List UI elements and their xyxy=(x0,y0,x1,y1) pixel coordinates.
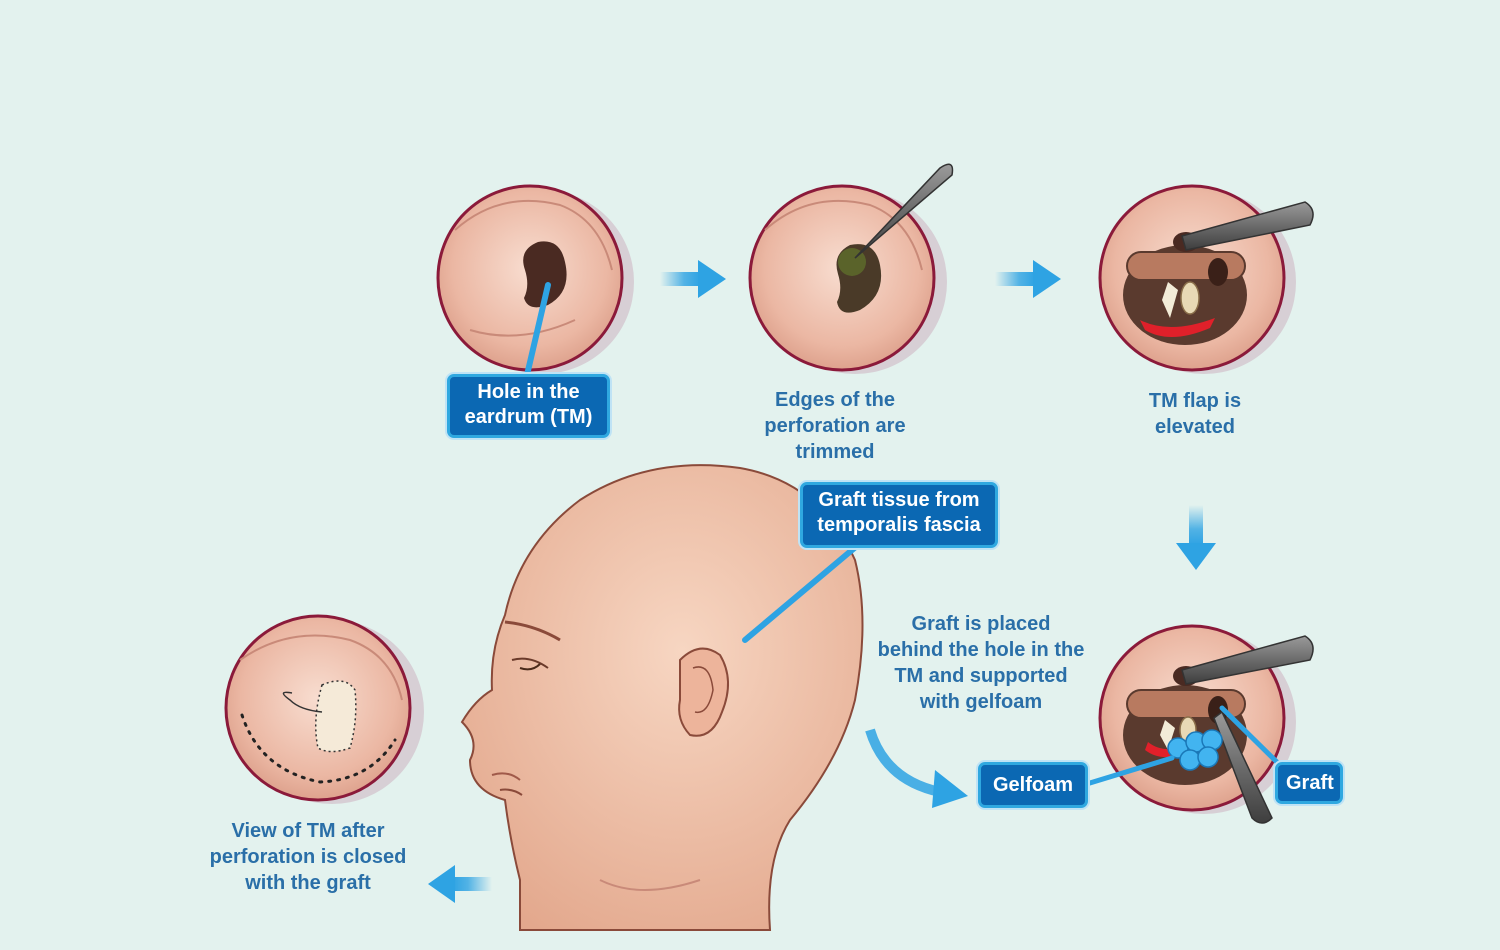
arrow-right-1 xyxy=(660,260,726,298)
label-gelfoam: Gelfoam xyxy=(978,762,1088,808)
label-graft: Graft xyxy=(1275,762,1343,804)
label-hole-in-eardrum: Hole in the eardrum (TM) xyxy=(447,374,610,438)
ear-outer xyxy=(678,647,729,737)
caption-line: with the graft xyxy=(245,872,371,894)
label-line: temporalis fascia xyxy=(817,514,981,536)
head-profile xyxy=(460,464,864,931)
label-line: Graft xyxy=(1286,772,1334,794)
caption-line: behind the hole in the xyxy=(877,639,1085,661)
gelfoam-balls xyxy=(1167,729,1223,771)
caption-line: Graft is placed xyxy=(911,613,1051,635)
label-line: Gelfoam xyxy=(992,774,1074,796)
label-graft-tissue: Graft tissue from temporalis fascia xyxy=(800,482,998,548)
caption-line: perforation is closed xyxy=(209,846,407,868)
edges-trimmed-view xyxy=(748,163,954,374)
label-line: eardrum (TM) xyxy=(464,406,593,428)
caption-flap-elevated: TM flap is elevated xyxy=(1110,388,1280,440)
arrow-right-2 xyxy=(995,260,1061,298)
caption-line: trimmed xyxy=(795,441,875,463)
caption-line: TM flap is xyxy=(1148,390,1242,412)
eardrum-perforation-view xyxy=(436,184,634,378)
caption-graft-placed: Graft is placed behind the hole in the T… xyxy=(860,611,1102,715)
graft-instrument xyxy=(1213,710,1273,824)
label-line: Graft tissue from xyxy=(818,489,980,511)
flap-elevated-view xyxy=(1098,184,1314,374)
caption-line: View of TM after xyxy=(231,820,385,842)
perforation-hole xyxy=(523,241,567,308)
caption-line: TM and supported xyxy=(894,665,1068,687)
elevator-instrument-2 xyxy=(1181,635,1314,685)
caption-edges-trimmed: Edges of the perforation are trimmed xyxy=(740,387,930,465)
caption-line: with gelfoam xyxy=(919,691,1043,713)
arrow-down xyxy=(1176,505,1216,570)
caption-line: perforation are xyxy=(764,415,906,437)
closed-tm-view xyxy=(224,614,424,804)
elevator-instrument xyxy=(1181,201,1314,251)
caption-line: elevated xyxy=(1154,416,1236,438)
caption-line: Edges of the xyxy=(774,389,895,411)
arrow-left xyxy=(428,865,492,903)
graft-patch xyxy=(315,680,357,753)
caption-closed-tm: View of TM after perforation is closed w… xyxy=(192,818,424,896)
trimming-instrument xyxy=(854,163,954,259)
arrow-curved xyxy=(865,728,968,808)
graft-placed-view xyxy=(1077,624,1314,824)
label-line: Hole in the xyxy=(477,381,580,403)
